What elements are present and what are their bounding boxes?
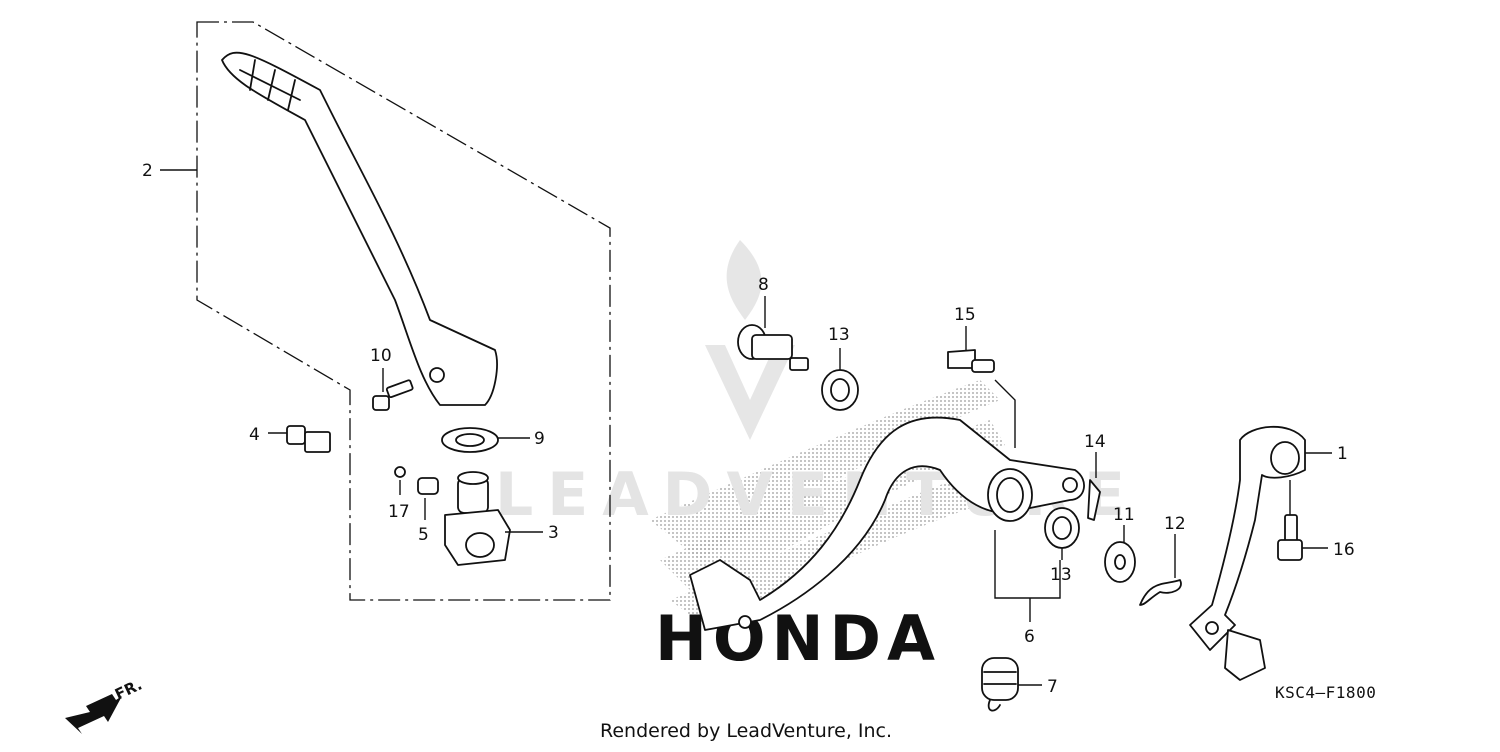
callout-12: 12 (1164, 514, 1186, 534)
callout-5: 5 (418, 525, 429, 545)
callout-4: 4 (249, 425, 260, 445)
seal-13-lower (1044, 507, 1080, 549)
callout-2: 2 (142, 161, 153, 181)
callout-13-upper: 13 (828, 325, 850, 345)
spring-5 (417, 477, 439, 495)
honda-logo-text: HONDA (655, 602, 941, 675)
callout-11: 11 (1113, 505, 1135, 525)
footer-credit: Rendered by LeadVenture, Inc. (600, 720, 892, 742)
callout-6: 6 (1024, 627, 1035, 647)
clip-12 (1139, 579, 1182, 606)
leader-6-bracket (994, 530, 1061, 599)
cotter-pin-14 (1087, 479, 1101, 521)
seal-9 (441, 427, 499, 453)
bolt-16 (1277, 514, 1303, 561)
callout-13-lower: 13 (1050, 565, 1072, 585)
callout-10: 10 (370, 346, 392, 366)
diagram-code: KSC4—F1800 (1275, 683, 1376, 702)
kickstarter-group-outline (196, 21, 611, 601)
callout-14: 14 (1084, 432, 1106, 452)
leader-15-link (994, 379, 1016, 448)
callout-16: 16 (1333, 540, 1355, 560)
brake-pedal (689, 416, 1085, 631)
seal-13-upper (821, 369, 859, 411)
gearshift-pedal (1189, 425, 1306, 681)
kick-starter-arm (221, 51, 498, 406)
pivot-bolt-8 (737, 324, 809, 371)
ball-17 (394, 466, 406, 478)
bolt-10 (372, 379, 414, 411)
callout-17: 17 (388, 502, 410, 522)
washer-11 (1104, 541, 1136, 583)
front-marker-label: FR. (112, 676, 145, 704)
callout-9: 9 (534, 429, 545, 449)
kick-spindle (444, 471, 511, 566)
front-direction-marker: FR. (65, 676, 145, 734)
callout-7: 7 (1047, 677, 1058, 697)
callout-3: 3 (548, 523, 559, 543)
spring-7 (981, 657, 1019, 712)
bolt-4 (286, 425, 331, 453)
pin-15 (947, 349, 995, 373)
callout-8: 8 (758, 275, 769, 295)
callout-15: 15 (954, 305, 976, 325)
callout-1: 1 (1337, 444, 1348, 464)
